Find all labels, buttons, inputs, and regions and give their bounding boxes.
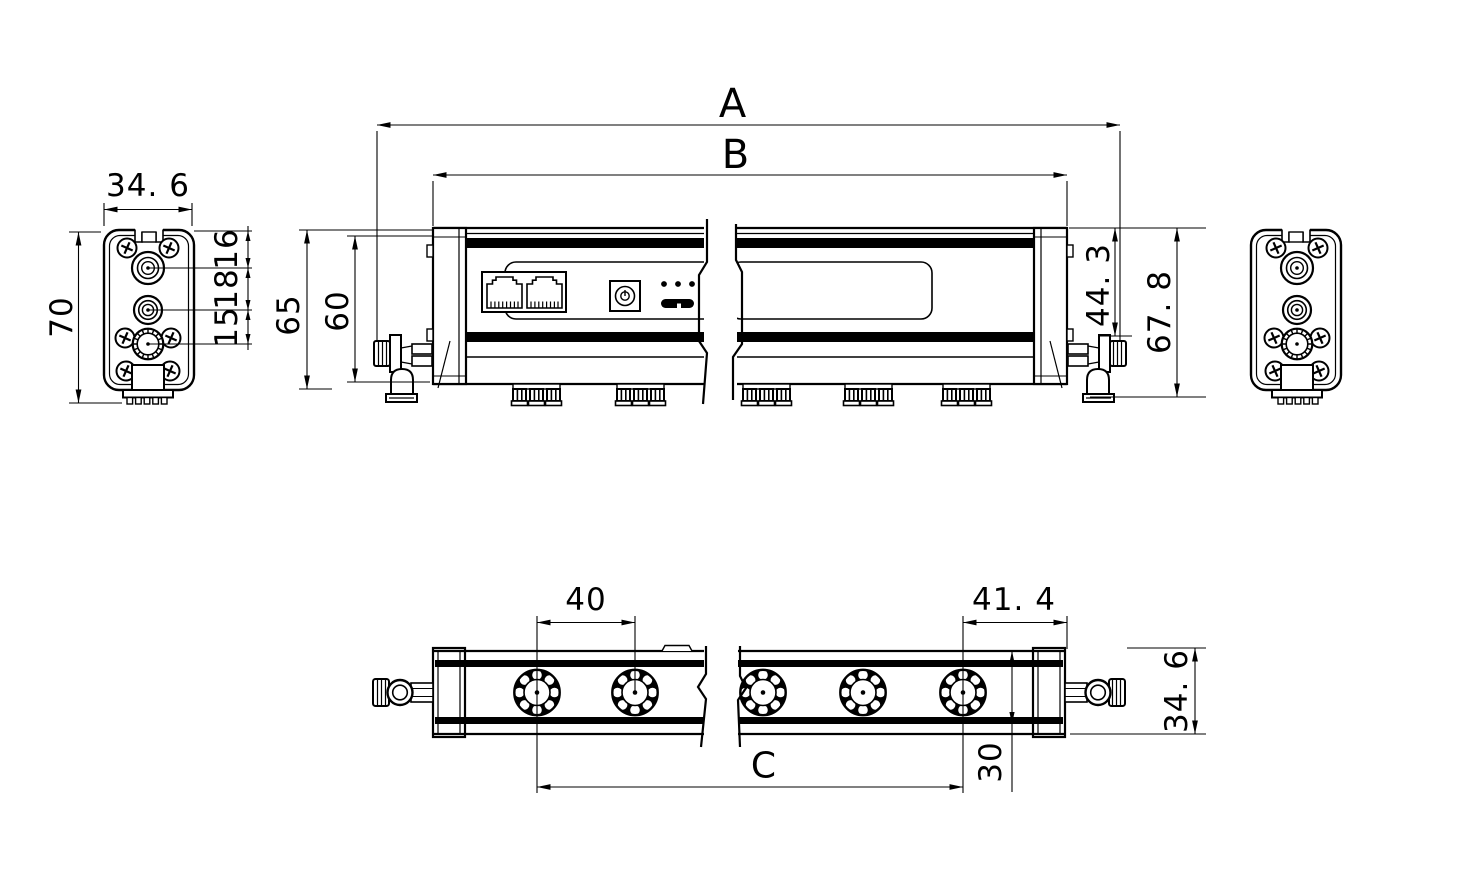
indicator-leds [661,281,695,287]
bracket-right [1067,334,1127,403]
left-end-view [104,227,252,405]
dim-end-width: 34. 6 [103,168,193,226]
end-cap-right [1032,226,1069,389]
dim-C-label: C [751,746,777,787]
dim-profile-width: 34. 6 [1070,647,1206,735]
dim-60-label: 60 [320,290,356,331]
bracket-left [373,334,433,403]
dim-end-offset: 41. 4 [963,582,1068,649]
dim-end-height: 70 [44,231,122,404]
dim-65-label: 65 [271,294,307,335]
dim-18-label: 18 [209,268,245,309]
power-jack [609,280,641,312]
bottom-view [371,642,1127,748]
dim-34-6-right-label: 34. 6 [1159,649,1195,733]
dim-connector-chain: 16 18 15 [209,226,251,350]
dim-16-label: 16 [209,228,245,269]
dim-height-60: 60 [320,235,433,383]
dim-led-pitch: 40 [536,582,964,793]
dim-B-label: B [722,132,750,178]
dim-44-3-label: 44. 3 [1081,243,1117,327]
rj45-ports [481,271,567,313]
dim-30-label: 30 [973,741,1009,782]
dim-profile-30: 30 [973,651,1015,792]
thumbscrew-right [1063,677,1127,708]
dim-led-span-C: C [537,746,963,790]
sensor-bump [661,644,693,652]
dim-67-8-label: 67. 8 [1142,270,1178,354]
end-cap-left [431,226,468,389]
dim-41-4-label: 41. 4 [972,582,1056,618]
right-end-view [1251,227,1341,405]
dip-slider [661,299,694,308]
led-lens [740,670,785,715]
dim-15-label: 15 [209,306,245,347]
dim-A-label: A [719,81,747,127]
thumbscrew-left [371,677,435,708]
dim-bracket-height: 44. 3 [1069,227,1206,337]
front-view [373,216,1127,408]
dim-body-length-B: B [432,132,1068,226]
dim-overall-height: 67. 8 [1090,228,1206,398]
dim-end-width-label: 34. 6 [106,168,190,204]
dim-40-label: 40 [565,582,606,618]
dim-height-65: 65 [271,229,433,390]
led-lens [840,670,885,715]
dim-end-height-label: 70 [44,296,80,337]
